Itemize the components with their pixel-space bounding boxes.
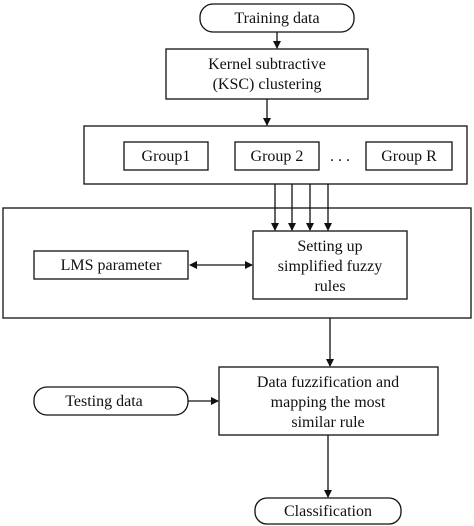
- training-stage-container: [2, 207, 472, 319]
- group1-box: [123, 141, 209, 171]
- group1-label: Group1: [142, 148, 191, 165]
- fuzzification-box: [218, 366, 439, 436]
- fuzzification-label-line2: mapping the most: [271, 394, 386, 411]
- training-data-label: Training data: [234, 10, 319, 27]
- lms-parameter-label: LMS parameter: [61, 257, 163, 274]
- classification-label: Classification: [284, 503, 372, 520]
- fuzzy-rules-label-line1: Setting up: [297, 238, 362, 255]
- groupR-label: Group R: [381, 148, 437, 165]
- group2-label: Group 2: [251, 148, 304, 165]
- ksc-clustering-box: [165, 48, 369, 100]
- fuzzy-rules-label-line3: rules: [314, 278, 345, 295]
- groupR-box: [365, 141, 453, 171]
- fuzzification-label-line1: Data fuzzification and: [257, 374, 399, 391]
- fuzzy-rules-box: [252, 230, 408, 300]
- group2-box: [234, 141, 320, 171]
- classification-box: [254, 497, 402, 525]
- testing-data-label: Testing data: [65, 393, 143, 410]
- fuzzification-label-line3: similar rule: [291, 414, 364, 431]
- fuzzy-rules-label-line2: simplified fuzzy: [278, 258, 382, 275]
- ksc-clustering-label-line2: (KSC) clustering: [213, 76, 322, 93]
- ksc-clustering-label-line1: Kernel subtractive: [208, 56, 326, 73]
- groups-ellipsis: . . .: [330, 148, 350, 165]
- lms-parameter-box: [33, 250, 189, 280]
